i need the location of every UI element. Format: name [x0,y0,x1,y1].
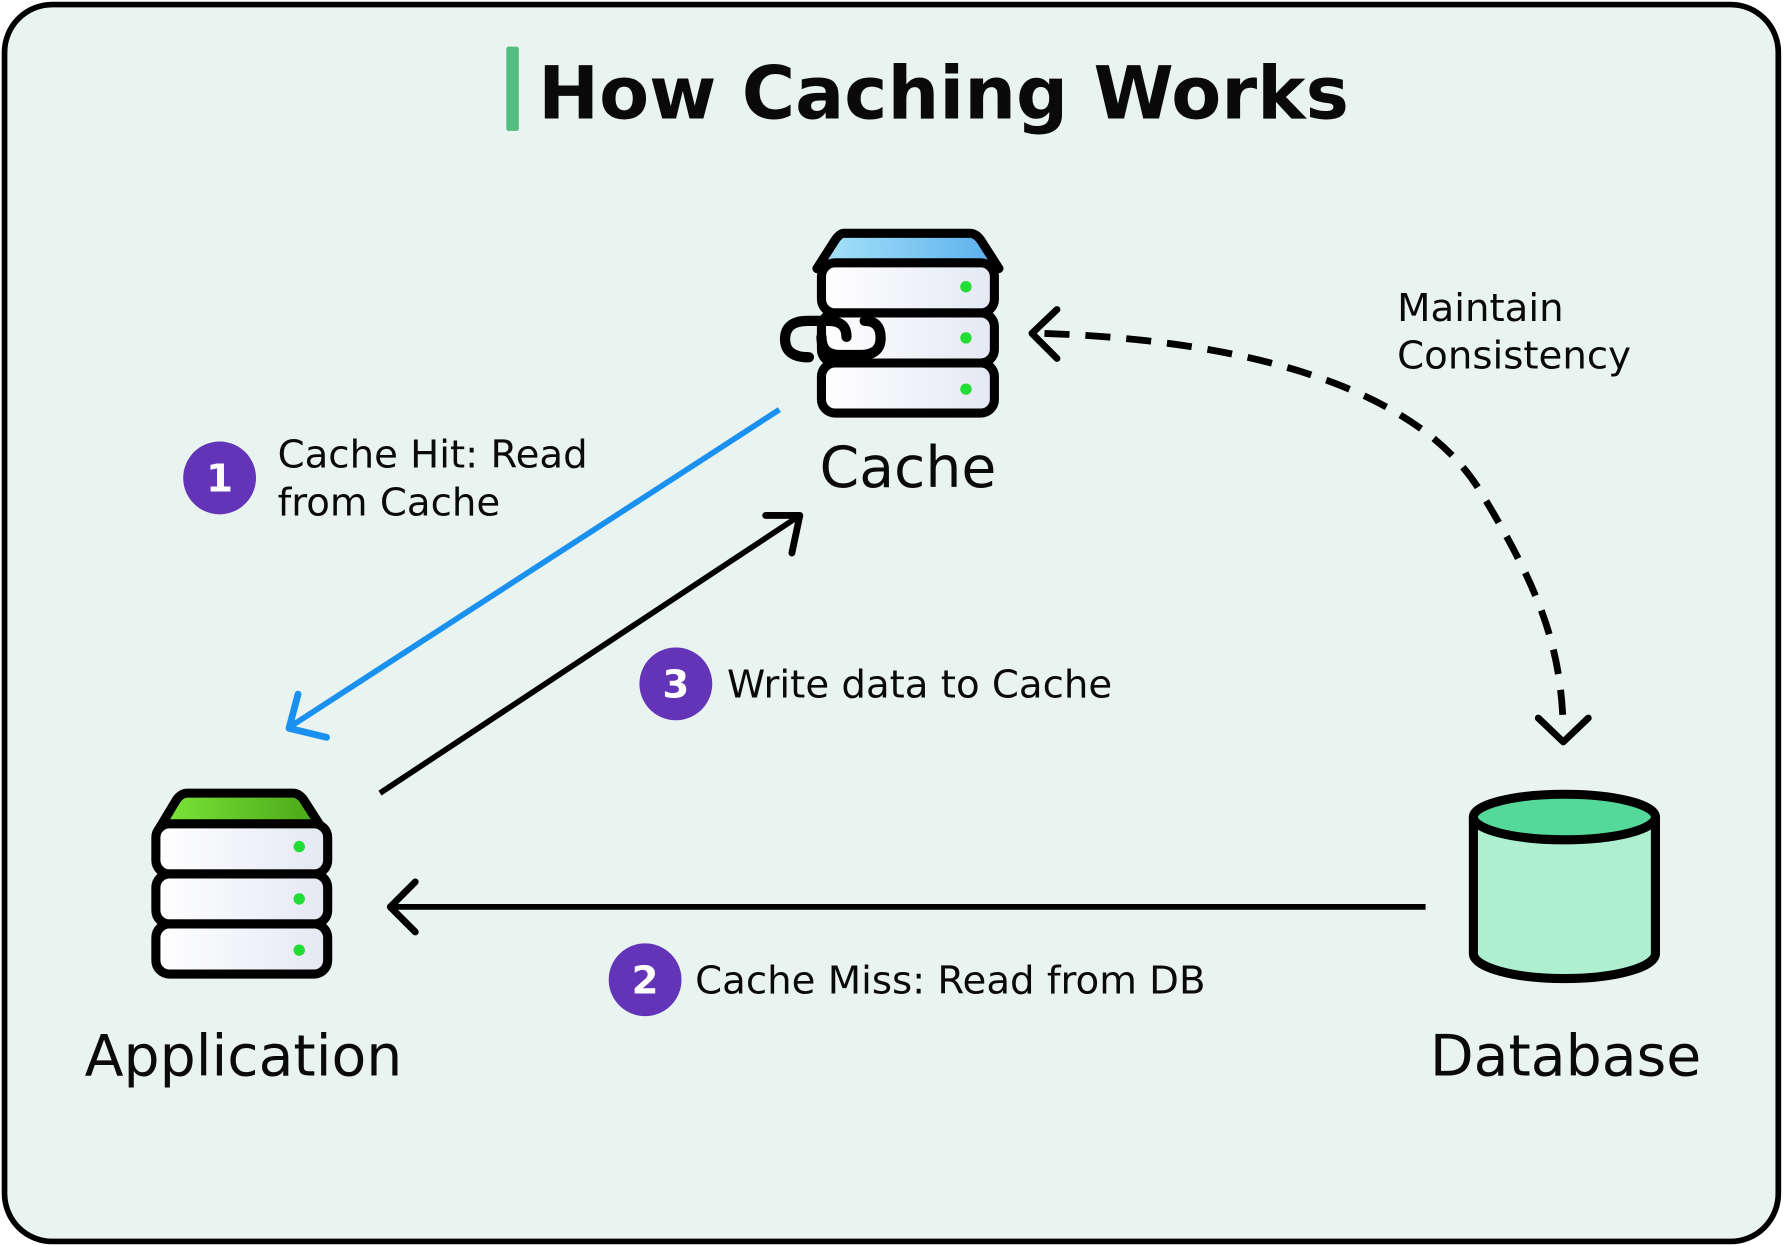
consistency-text-line1: Maintain [1397,286,1563,331]
status-led-icon [293,944,305,956]
step-badge [639,647,713,721]
server-icon [151,788,333,979]
step-badge-number: 1 [206,457,233,502]
status-led-icon [293,893,305,905]
database-cylinder-icon [1468,789,1660,984]
step-2-text: Cache Miss: Read from DB [695,958,1205,1003]
title-accent-bar [506,46,519,131]
arrow-maintain-consistency [1028,306,1592,746]
cache-label: Cache [819,435,996,501]
step-3-label: 3 Write data to Cache [639,647,1112,721]
step-badge [608,943,682,1017]
page-title: How Caching Works [538,51,1349,136]
step-3-text: Write data to Cache [727,663,1112,708]
consistency-label: Maintain Consistency [1397,286,1631,379]
step-1-label: 1 Cache Hit: Read from Cache [183,433,588,525]
step-badge-number: 3 [662,663,689,708]
arrow-cache-hit [285,407,781,741]
status-led-icon [960,383,972,395]
step-2-label: 2 Cache Miss: Read from DB [608,943,1205,1017]
status-led-icon [960,281,972,293]
arrow-cache-miss [386,878,1426,936]
database-label: Database [1430,1023,1701,1089]
database-node[interactable]: Database [1430,789,1701,1089]
application-label: Application [85,1023,403,1089]
status-led-icon [293,840,305,853]
step-1-text-line2: from Cache [278,480,501,525]
arrow-write-to-cache [378,512,804,796]
step-1-text-line1: Cache Hit: Read [278,433,588,478]
cache-node[interactable]: Cache [779,228,1004,501]
application-node[interactable]: Application [85,788,403,1089]
step-badge-number: 2 [632,958,659,1003]
consistency-text-line2: Consistency [1397,334,1631,379]
status-led-icon [960,332,972,344]
server-with-link-icon [779,228,1004,418]
step-badge [183,441,256,515]
